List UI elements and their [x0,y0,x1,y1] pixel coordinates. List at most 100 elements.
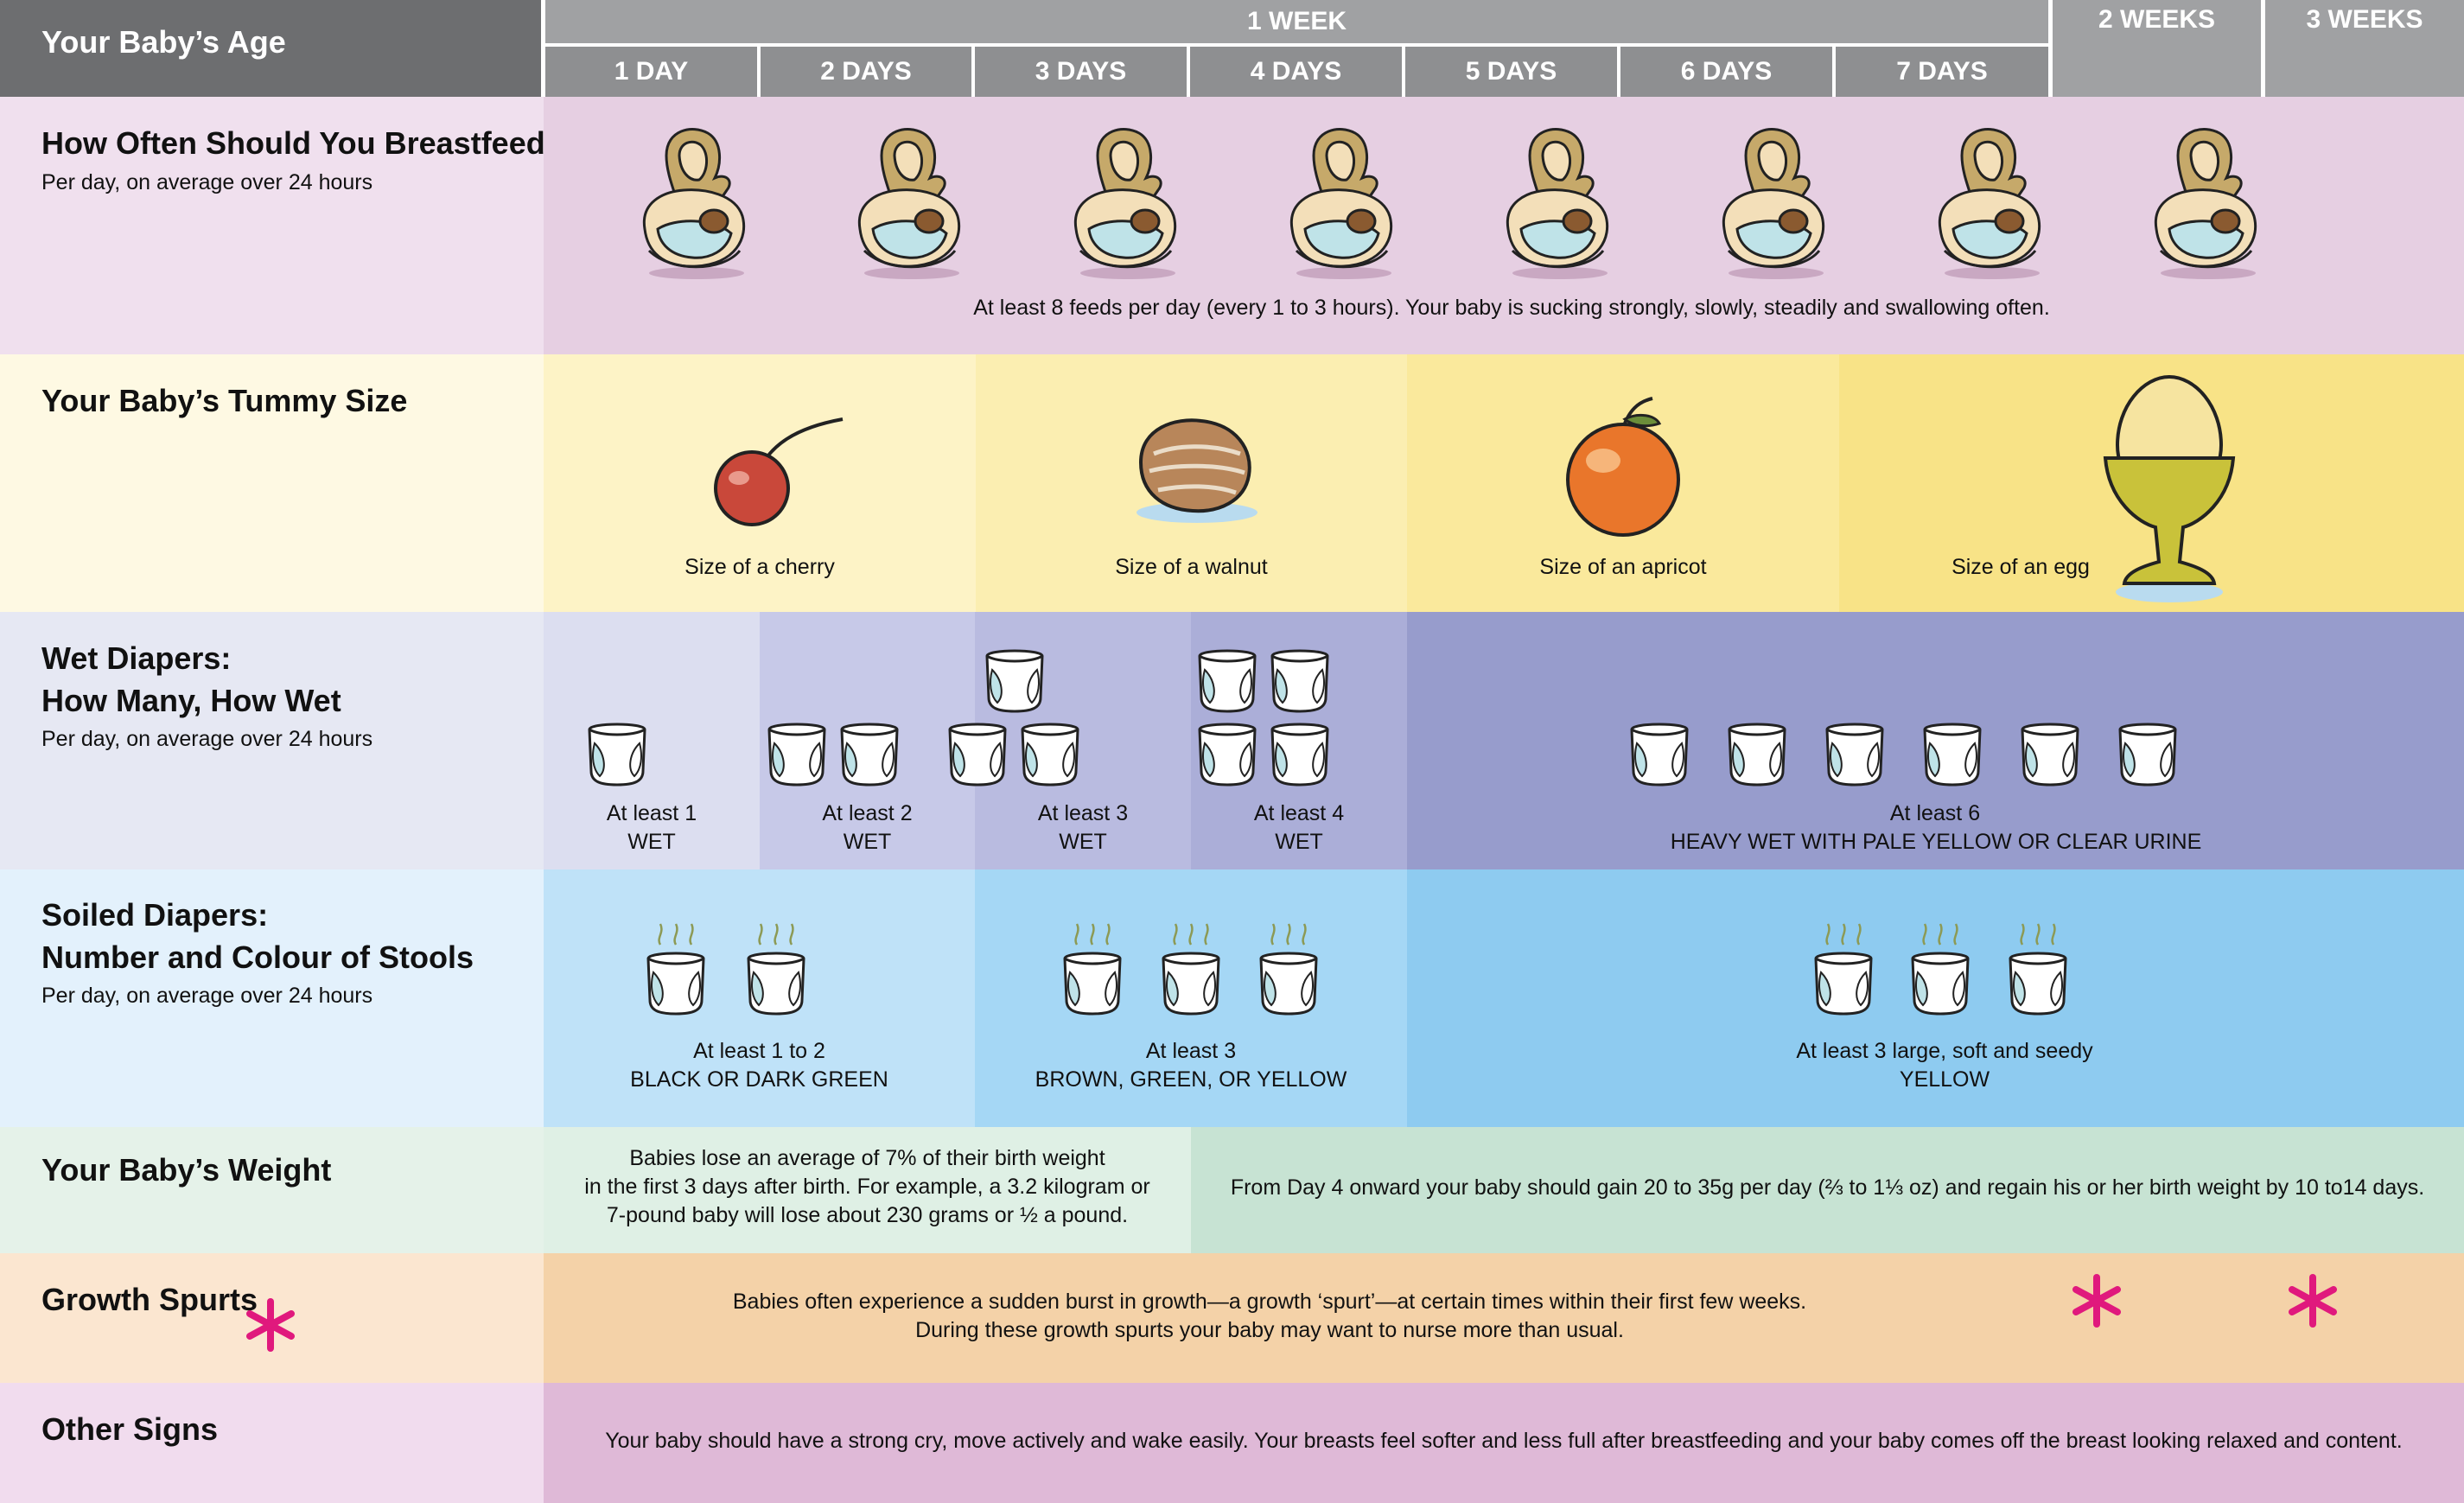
wet-day4-text-l2: WET [1275,830,1323,854]
wet-diaper-icon [588,723,646,787]
breastfeeding-mother-icon [1506,128,1609,279]
week-1-header: 1 WEEK [545,0,2048,43]
wet-diaper-icon [1630,723,1689,787]
tummy-cherry-text: Size of a cherry [684,555,835,579]
soiled-day3-4-text-l2: BROWN, GREEN, OR YELLOW [1035,1067,1347,1092]
day-7-header: 7 DAYS [1836,47,2048,97]
soiled-day5plus-text-l2: YELLOW [1899,1067,1990,1092]
soiled-label-cell [0,869,544,1127]
breastfeeding-mother-icon [2154,128,2257,279]
soiled-title-line2: Number and Colour of Stools [41,939,474,975]
week-3-header: 3 WEEKS [2265,0,2464,97]
breastfeed-text: At least 8 feeds per day (every 1 to 3 h… [973,296,2050,320]
soiled-title-line1: Soiled Diapers: [41,897,269,933]
wet-day2-text-l1: At least 2 [822,801,913,825]
wet-diaper-icon [1270,649,1329,713]
tummy-label-cell [0,354,544,612]
other-title: Other Signs [41,1411,219,1447]
age-header: Your Baby’s Age [0,0,541,97]
breastfeeding-mother-icon [1289,128,1393,279]
soiled-diaper-icon [646,923,705,1016]
breastfeeding-mother-icon [1073,128,1177,279]
cherry-icon [714,417,844,526]
wet-day4-text-l1: At least 4 [1253,801,1345,825]
soiled-subtitle: Per day, on average over 24 hours [41,984,373,1008]
soiled-diaper-icon [1063,923,1122,1016]
breastfeed-label-cell [0,97,544,354]
wet-diaper-icon [2118,723,2177,787]
day-4-header: 4 DAYS [1190,47,1402,97]
wet-subtitle: Per day, on average over 24 hours [41,727,373,751]
breastfeeding-mother-icon [1722,128,1825,279]
breastfeed-subtitle: Per day, on average over 24 hours [41,170,373,194]
growth-text-l1: Babies often experience a sudden burst i… [732,1290,1807,1314]
wet-diaper-icon [1270,723,1329,787]
wet-day5plus-text-l2: HEAVY WET WITH PALE YELLOW OR CLEAR URIN… [1670,830,2202,854]
wet-diaper-icon [1021,723,1079,787]
soiled-day1-2-text-l1: At least 1 to 2 [693,1039,825,1063]
weight-left-cell [544,1127,1191,1253]
egg-in-cup-icon [2103,374,2236,602]
wet-title-line2: How Many, How Wet [41,683,341,718]
day-5-header: 5 DAYS [1405,47,1617,97]
wet-diaper-icon [1198,649,1257,713]
wet-day3-text-l1: At least 3 [1037,801,1129,825]
wet-diaper-icon [1923,723,1982,787]
wet-day2-text-l2: WET [843,830,892,854]
day-3-header: 3 DAYS [975,47,1187,97]
breastfeeding-mother-icon [642,128,746,279]
walnut-icon [1136,418,1257,523]
breastfeed-title: How Often Should You Breastfeed? [41,125,564,161]
soiled-day1-2-text-l2: BLACK OR DARK GREEN [630,1067,888,1092]
tummy-egg-text: Size of an egg [1951,555,2090,579]
asterisk-icon [2289,1274,2337,1328]
wet-diaper-icon [840,723,899,787]
breastfeeding-mother-icon [1938,128,2041,279]
day-6-header: 6 DAYS [1620,47,1832,97]
wet-diaper-icon [2021,723,2079,787]
wet-diaper-icon [1728,723,1786,787]
soiled-diaper-icon [1911,923,1970,1016]
growth-content-cell [544,1253,2464,1383]
soiled-day3-4-text-l1: At least 3 [1145,1039,1237,1063]
apricot-icon [1566,397,1680,537]
wet-day3-text-l2: WET [1059,830,1107,854]
wet-label-cell [0,612,544,869]
asterisk-icon [246,1298,295,1352]
wet-day1-text-l2: WET [627,830,676,854]
weight-left-text-l2: in the first 3 days after birth. For exa… [584,1175,1150,1199]
soiled-diaper-icon [747,923,805,1016]
soiled-day5plus-text-l1: At least 3 large, soft and seedy [1796,1039,2093,1063]
asterisk-icon [2072,1274,2121,1328]
wet-day1-text-l1: At least 1 [606,801,697,825]
age-header-label: Your Baby’s Age [41,24,286,60]
weight-left-text-l3: 7-pound baby will lose about 230 grams o… [606,1203,1129,1227]
tummy-title: Your Baby’s Tummy Size [41,383,408,418]
soiled-diaper-icon [1259,923,1318,1016]
weight-title: Your Baby’s Weight [41,1152,332,1188]
week-2-header: 2 WEEKS [2053,0,2261,97]
weight-label-cell [0,1127,544,1253]
wet-day5plus-text-l1: At least 6 [1889,801,1981,825]
day-2-header: 2 DAYS [761,47,971,97]
breastfeeding-mother-icon [857,128,961,279]
weight-left-text-l1: Babies lose an average of 7% of their bi… [629,1146,1105,1170]
other-content-cell [544,1383,2464,1503]
wet-day1-cell [544,612,760,869]
wet-title-line1: Wet Diapers: [41,640,232,676]
other-text: Your baby should have a strong cry, move… [605,1429,2403,1453]
wet-diaper-icon [948,723,1007,787]
other-label-cell [0,1383,544,1503]
growth-text-l2: During these growth spurts your baby may… [915,1318,1624,1342]
wet-diaper-icon [985,649,1044,713]
weight-right-cell [1191,1127,2464,1253]
tummy-walnut-text: Size of a walnut [1115,555,1268,579]
wet-diaper-icon [1198,723,1257,787]
wet-diaper-icon [1825,723,1884,787]
soiled-diaper-icon [2009,923,2067,1016]
tummy-apricot-text: Size of an apricot [1539,555,1707,579]
soiled-diaper-icon [1814,923,1873,1016]
wet-diaper-icon [767,723,826,787]
soiled-diaper-icon [1162,923,1220,1016]
